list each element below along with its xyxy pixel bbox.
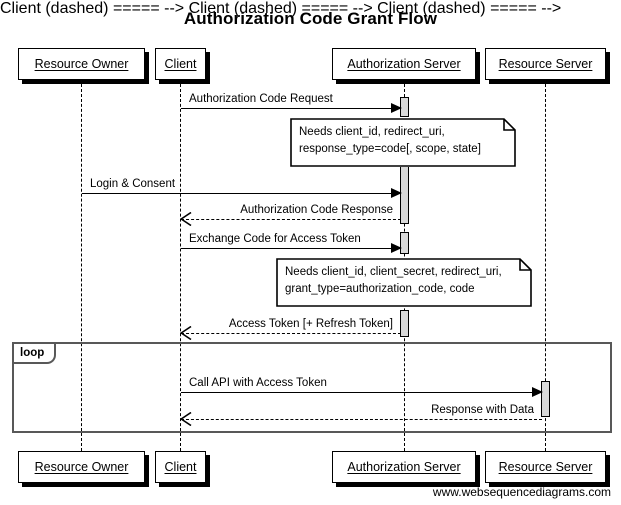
note-box-1: Needs client_id, redirect_uri, response_… [290,118,516,167]
participant-label: Resource Server [498,57,593,71]
participant-box-client-bottom[interactable]: Client [155,451,206,483]
message-label: Authorization Code Request [189,93,333,105]
arrow-head-right-icon [532,387,543,397]
activation-bar-authorization-server-4 [400,310,409,337]
message-line [181,419,542,420]
message-line [181,392,542,393]
arrow-head-right-icon [391,243,402,253]
note-shape-icon [276,258,532,307]
arrow-head-right-icon [391,188,402,198]
watermark-text: www.websequencediagrams.com [432,485,611,499]
participant-label: Resource Server [498,460,593,474]
message-line [181,333,401,334]
participant-box-authorization-server-top[interactable]: Authorization Server [332,48,476,80]
participant-label: Client [164,57,197,71]
participant-label: Authorization Server [347,460,461,474]
participant-label: Authorization Server [347,57,461,71]
message-label: Access Token [+ Refresh Token] [228,318,393,330]
participant-box-resource-owner-bottom[interactable]: Resource Owner [18,451,145,483]
arrow-head-left-icon [180,212,192,226]
participant-box-resource-server-bottom[interactable]: Resource Server [485,451,606,483]
participant-label: Client [164,460,197,474]
lifeline-client [180,79,181,451]
participant-box-resource-owner-top[interactable]: Resource Owner [18,48,145,80]
arrow-head-left-icon [180,326,192,340]
note-shape-icon [290,118,516,167]
message-label: Authorization Code Response [240,204,393,216]
note-line: response_type=code[, scope, state] [299,143,481,155]
note-line: Needs client_id, redirect_uri, [299,126,445,138]
arrow-head-right-icon [391,103,402,113]
note-line: Needs client_id, client_secret, redirect… [285,266,502,278]
diagram-title: Authorization Code Grant Flow [183,9,438,28]
loop-fragment: loop [12,342,612,433]
message-label: Login & Consent [90,178,176,190]
participant-box-resource-server-top[interactable]: Resource Server [485,48,606,80]
message-label: Response with Data [431,404,534,416]
participant-label: Resource Owner [34,57,129,71]
participant-label: Resource Owner [34,460,129,474]
message-line [181,248,401,249]
note-line: grant_type=authorization_code, code [285,283,475,295]
loop-fragment-label: loop [20,347,45,359]
activation-bar-resource-server-1 [541,381,550,417]
lifeline-resource-owner [81,79,82,451]
loop-fragment-label-tab: loop [14,344,57,364]
message-label: Call API with Access Token [189,377,327,389]
participant-box-authorization-server-bottom[interactable]: Authorization Server [332,451,476,483]
lifeline-resource-server [545,79,546,451]
message-line [82,193,401,194]
arrow-head-left-icon [180,412,192,426]
message-label: Exchange Code for Access Token [189,233,361,245]
note-box-2: Needs client_id, client_secret, redirect… [276,258,532,307]
participant-box-client-top[interactable]: Client [155,48,206,80]
message-line [181,108,401,109]
message-line [181,219,401,220]
